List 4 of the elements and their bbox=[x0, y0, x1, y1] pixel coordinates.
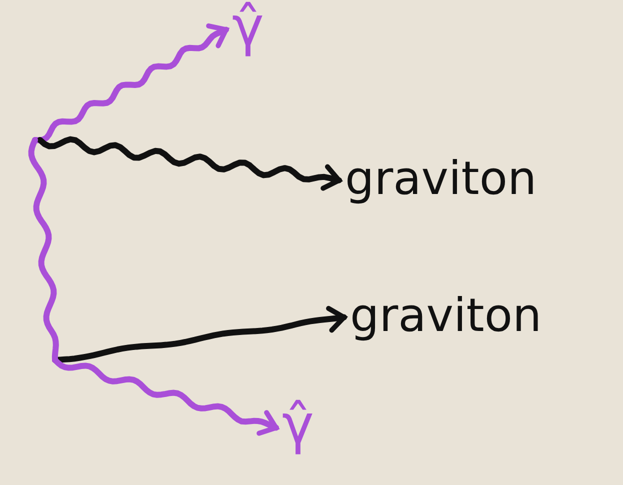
particle-label: γ̂ bbox=[232, 0, 264, 54]
particle-label: γ̂ bbox=[282, 398, 314, 452]
arrow bbox=[37, 136, 342, 191]
arrow bbox=[52, 357, 279, 436]
